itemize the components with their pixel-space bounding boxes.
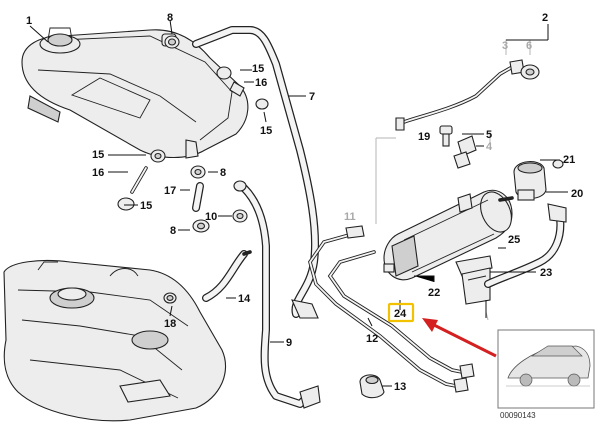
label-20: 20 bbox=[571, 188, 583, 200]
clamp-8-top bbox=[164, 35, 180, 49]
label-25: 25 bbox=[508, 234, 520, 246]
fuel-tank-top bbox=[21, 27, 249, 159]
label-2: 2 bbox=[542, 12, 548, 24]
label-22: 22 bbox=[428, 287, 440, 299]
label-17: 17 bbox=[164, 185, 176, 197]
canister-22 bbox=[383, 189, 513, 281]
bolt-19 bbox=[439, 125, 453, 147]
hose-14 bbox=[202, 250, 252, 302]
hose-9 bbox=[233, 180, 321, 409]
valve-13 bbox=[359, 374, 385, 399]
label-13: 13 bbox=[394, 381, 406, 393]
label-15-c: 15 bbox=[92, 149, 104, 161]
label-4: 4 bbox=[486, 141, 493, 153]
label-9: 9 bbox=[286, 337, 292, 349]
bracket-5 bbox=[453, 135, 477, 169]
valve-20 bbox=[498, 159, 564, 202]
label-8-low: 8 bbox=[170, 225, 176, 237]
label-18: 18 bbox=[164, 318, 176, 330]
car-thumbnail bbox=[497, 329, 595, 409]
label-15-a: 15 bbox=[252, 63, 264, 75]
image-code: 00090143 bbox=[500, 411, 536, 420]
label-15-d: 15 bbox=[140, 200, 152, 212]
label-8-top: 8 bbox=[167, 12, 173, 24]
label-5: 5 bbox=[486, 129, 492, 141]
label-7: 7 bbox=[309, 91, 315, 103]
label-21: 21 bbox=[563, 154, 575, 166]
tube-3 bbox=[395, 59, 525, 131]
fuel-tank-bottom bbox=[3, 259, 227, 422]
label-11: 11 bbox=[344, 211, 356, 223]
part-labels: 1 8 2 3 6 15 16 7 15 19 5 4 15 16 8 21 1… bbox=[26, 12, 583, 420]
label-14: 14 bbox=[238, 293, 251, 305]
highlight-part-24 bbox=[387, 302, 497, 358]
pipe-bundle-12 bbox=[308, 225, 475, 393]
label-19: 19 bbox=[418, 131, 430, 143]
bracket-25 bbox=[455, 255, 493, 305]
hose-23 bbox=[484, 203, 567, 288]
label-16-b: 16 bbox=[92, 167, 104, 179]
label-16-a: 16 bbox=[255, 77, 267, 89]
label-8-mid: 8 bbox=[220, 167, 226, 179]
label-12: 12 bbox=[366, 333, 378, 345]
label-23: 23 bbox=[540, 267, 552, 279]
leader-lines bbox=[29, 19, 568, 387]
clip-6 bbox=[520, 64, 540, 80]
label-24: 24 bbox=[394, 308, 407, 320]
hose-clamp-group-left bbox=[117, 149, 248, 304]
label-1: 1 bbox=[26, 15, 32, 27]
label-6: 6 bbox=[526, 40, 532, 52]
hose-7 bbox=[192, 26, 320, 319]
label-10: 10 bbox=[205, 211, 217, 223]
label-15-b: 15 bbox=[260, 125, 272, 137]
label-3: 3 bbox=[502, 40, 508, 52]
hose-clamp-group-15-16 bbox=[216, 66, 269, 110]
